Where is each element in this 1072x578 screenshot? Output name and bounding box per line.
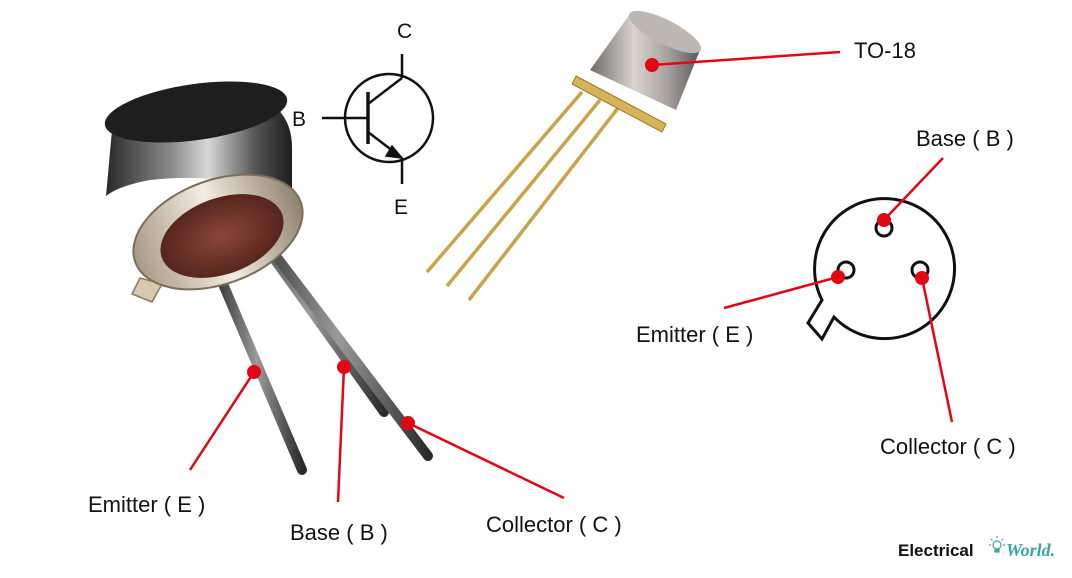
pinout-base-pointer-line [883,157,944,221]
to18-pointer-dot [645,58,659,72]
emitter-pointer-line [188,371,256,471]
to18-lead-2 [445,98,602,288]
to18-flange [571,75,667,133]
npn-transistor-symbol [322,54,435,184]
emitter-arrow [384,144,404,159]
collector-wire [367,77,403,105]
lightbulb-icon [989,536,1005,553]
left-collector-label: Collector ( C ) [486,512,622,537]
base-pointer-line [336,366,346,503]
metal-can-transistor-illustration [104,81,433,475]
to18-cap-top [628,10,702,54]
collector-pointer-line [407,421,565,500]
to18-label: TO-18 [854,38,916,63]
to18-lead-3 [467,106,620,302]
symbol-collector-label: C [397,20,412,43]
emitter-pointer-dot [247,365,261,379]
brand-logo: Electrical World. [898,536,1055,560]
pinout-emitter-pointer-line [723,275,839,310]
base-pointer-dot [337,360,351,374]
pinout-outline [806,197,957,342]
pinout-collector-pointer-dot [915,271,929,285]
emitter-lead [207,253,307,475]
pinout-emitter-pointer-dot [831,270,845,284]
pinout-emitter-label: Emitter ( E ) [636,322,753,347]
brand-part1: Electrical [898,541,974,560]
pinout-base-pointer-dot [877,213,891,227]
collector-pointer-dot [401,416,415,430]
brand-part2: World. [1006,540,1055,560]
left-base-label: Base ( B ) [290,520,388,545]
symbol-base-label: B [292,108,306,131]
can-base [160,194,284,278]
pinout-diagram [806,197,957,342]
symbol-emitter-label: E [394,196,408,219]
pinout-collector-label: Collector ( C ) [880,434,1016,459]
to18-lead-1 [425,90,584,274]
pinout-collector-pointer-line [920,277,954,423]
can-top [104,81,288,143]
left-emitter-label: Emitter ( E ) [88,492,205,517]
pinout-base-label: Base ( B ) [916,126,1014,151]
to18-pointer-line [651,50,841,67]
to18-package-illustration [425,10,702,302]
